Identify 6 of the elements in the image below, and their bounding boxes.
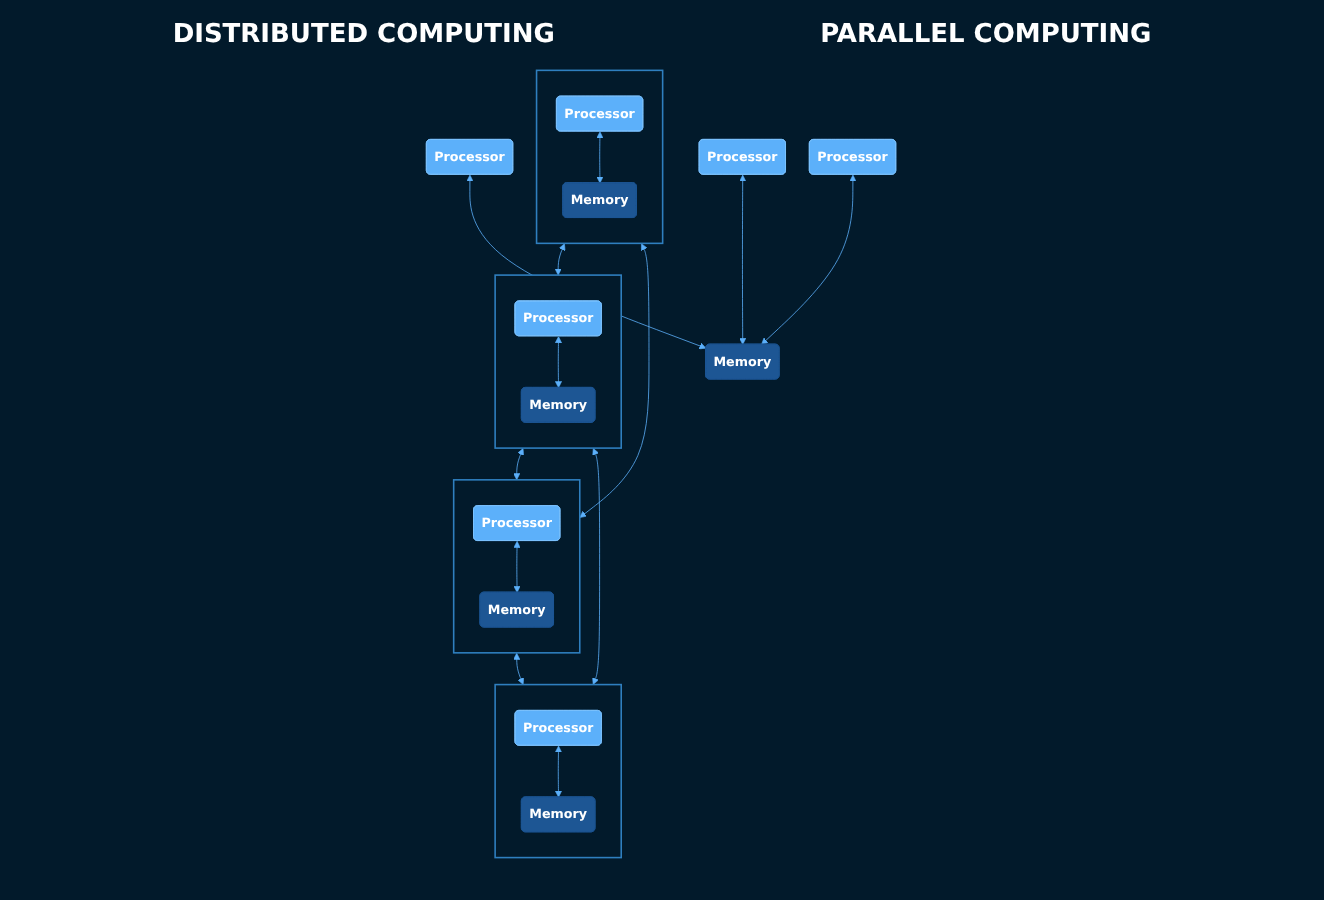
cluster (536, 68, 665, 244)
section-heading: DISTRIBUTED COMPUTING (172, 20, 555, 50)
section-heading: PARALLEL COMPUTING (820, 20, 1152, 50)
cluster (453, 478, 582, 653)
cluster (495, 273, 623, 448)
cluster (495, 682, 623, 858)
